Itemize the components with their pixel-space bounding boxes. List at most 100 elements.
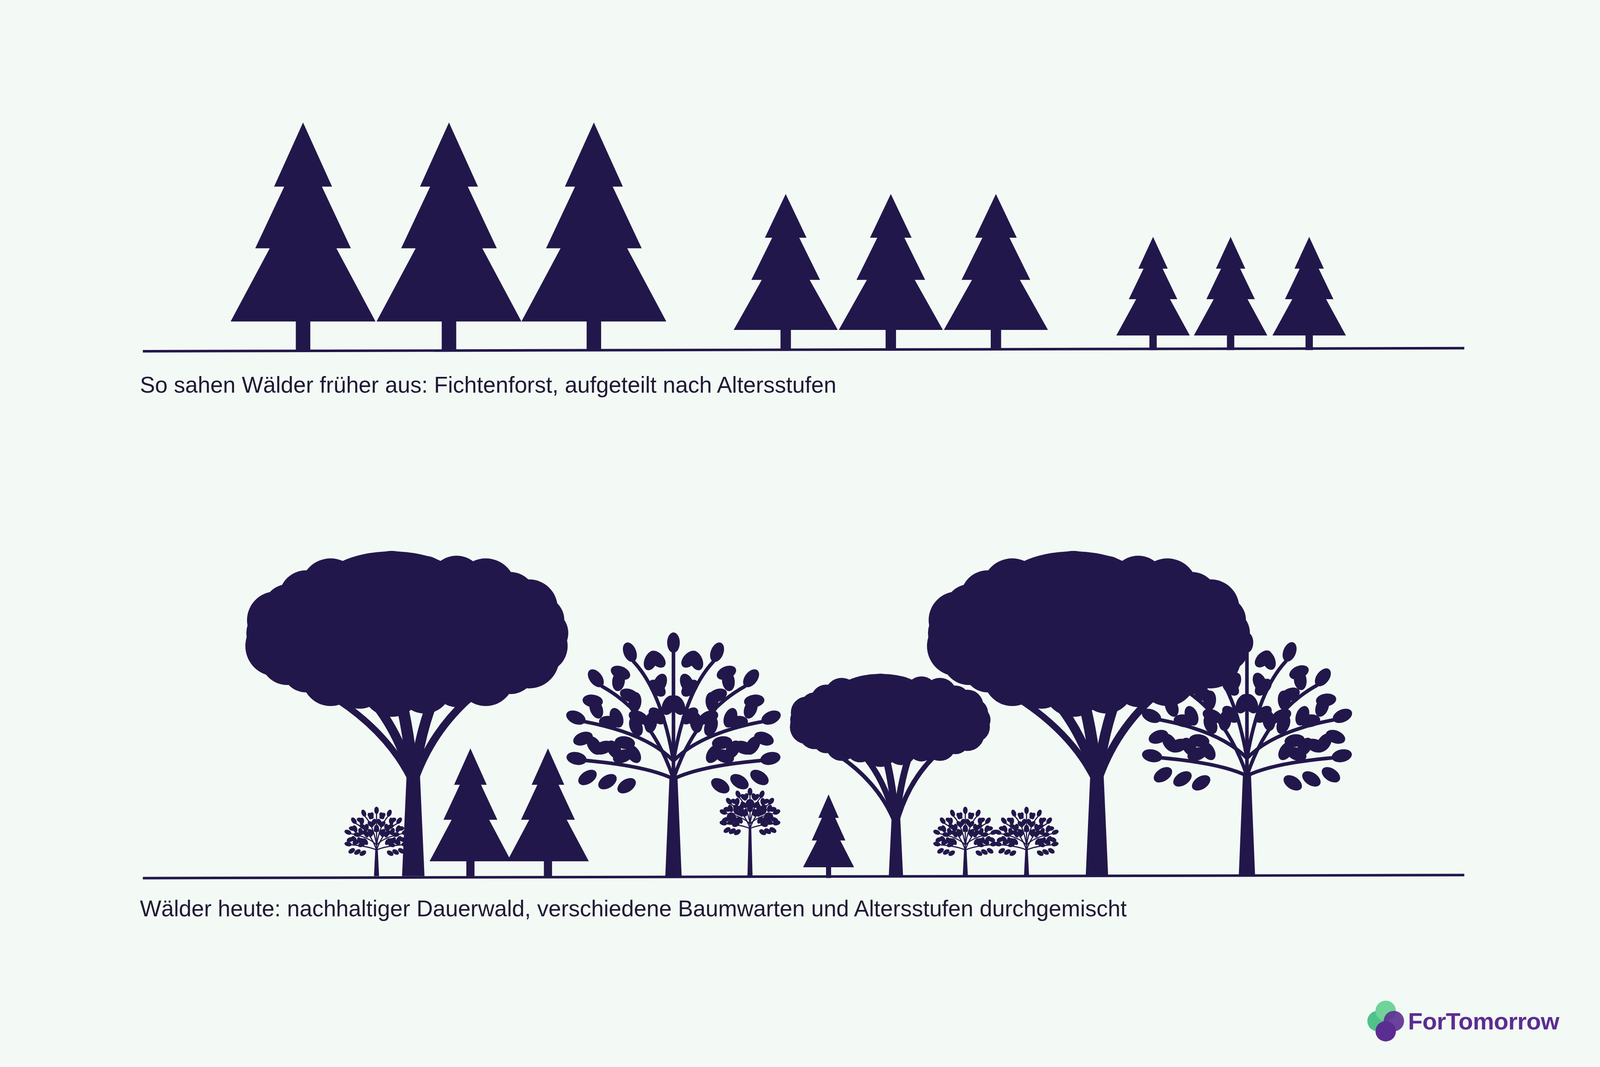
logo-icon [1367,1000,1405,1042]
leaf [1276,689,1292,712]
leaf [1006,816,1015,824]
leaf [1194,640,1214,664]
leaf [1039,835,1048,845]
leaf [645,676,670,700]
leaf [1311,665,1335,690]
spruce-tree [802,794,855,878]
leaf [948,808,956,818]
leaf [349,816,358,825]
tree-branch [1026,844,1052,850]
leaf [610,746,635,766]
leaf [383,829,390,838]
leaf [1035,808,1043,818]
tree-trunk [401,775,425,876]
leaf [946,837,955,844]
canopy-bump [835,673,926,715]
leaf [985,846,995,855]
leaf [1045,816,1054,825]
leaf [1188,733,1211,749]
leaf [1029,829,1036,837]
leaf [1299,768,1324,790]
leaf [384,823,390,831]
leaf [944,816,954,824]
leaf [355,816,365,824]
leaf [1016,819,1025,829]
leaf [938,816,947,825]
leaf [1016,827,1025,837]
leaf [732,803,742,812]
leaf [766,813,775,823]
leaf [1033,823,1040,831]
leaf [667,632,681,653]
ground-line [142,348,1465,352]
ground-line [142,874,1465,878]
leaf [1025,817,1033,827]
leaf [1274,712,1294,736]
spruce-tree [838,194,943,351]
leaf [967,811,975,820]
leaf [720,705,740,730]
leaf [995,835,1005,843]
leaf [741,733,764,758]
leaf [613,734,636,751]
leaf [741,696,761,721]
tree-branch [1162,757,1248,776]
tree-trunk [1085,775,1109,876]
spruce-tree [376,122,522,352]
leaf [707,640,727,664]
leaf [1003,831,1011,838]
leaf [934,835,944,843]
tree-trunk [665,778,682,876]
leaf [721,815,731,824]
leaf [1044,834,1053,844]
leaf [1038,826,1046,836]
leaf [955,811,964,821]
leaf [401,840,410,847]
leaf [1280,771,1305,794]
tree-branch [673,760,761,779]
leaf [1008,823,1018,831]
leaf [723,806,732,813]
leaf [645,647,670,671]
leaf [720,669,736,692]
leaf [983,816,992,825]
logo-dot [1375,1020,1397,1042]
leaf [1258,648,1279,672]
caption-text: So sahen Wälder früher aus: Fichtenforst… [139,371,837,399]
leaf [1313,730,1336,755]
leaf [1330,747,1353,764]
leaf [942,831,950,838]
leaf [977,835,986,845]
leaf [388,817,395,825]
leaf [1218,646,1243,671]
leaf [974,808,982,818]
leaf [686,648,707,673]
logo-text: ForTomorrow [1408,1006,1560,1036]
leaf [759,707,783,728]
leaf [1139,705,1164,726]
spruce-tree [1116,236,1190,351]
leaf [947,823,956,831]
leaf [353,831,361,838]
leaf [688,711,704,734]
leaf [1166,736,1190,756]
leaf [1044,824,1052,833]
leaf [358,823,368,831]
leaf [1028,811,1036,820]
leaf [722,825,732,834]
leaf [397,846,406,855]
leafy-tree [932,806,998,876]
leaf [591,737,615,757]
spruce-tree [521,122,667,352]
leaf [758,789,766,799]
tree-branch [376,844,402,850]
canopy-bump [1000,551,1146,624]
leaf [968,829,974,837]
leaf [1292,703,1312,728]
leaf [375,817,384,827]
leaf [394,824,402,833]
leaf [730,797,739,806]
spruce-tree [230,122,376,352]
leaf [1156,692,1179,708]
leaf [971,829,979,838]
